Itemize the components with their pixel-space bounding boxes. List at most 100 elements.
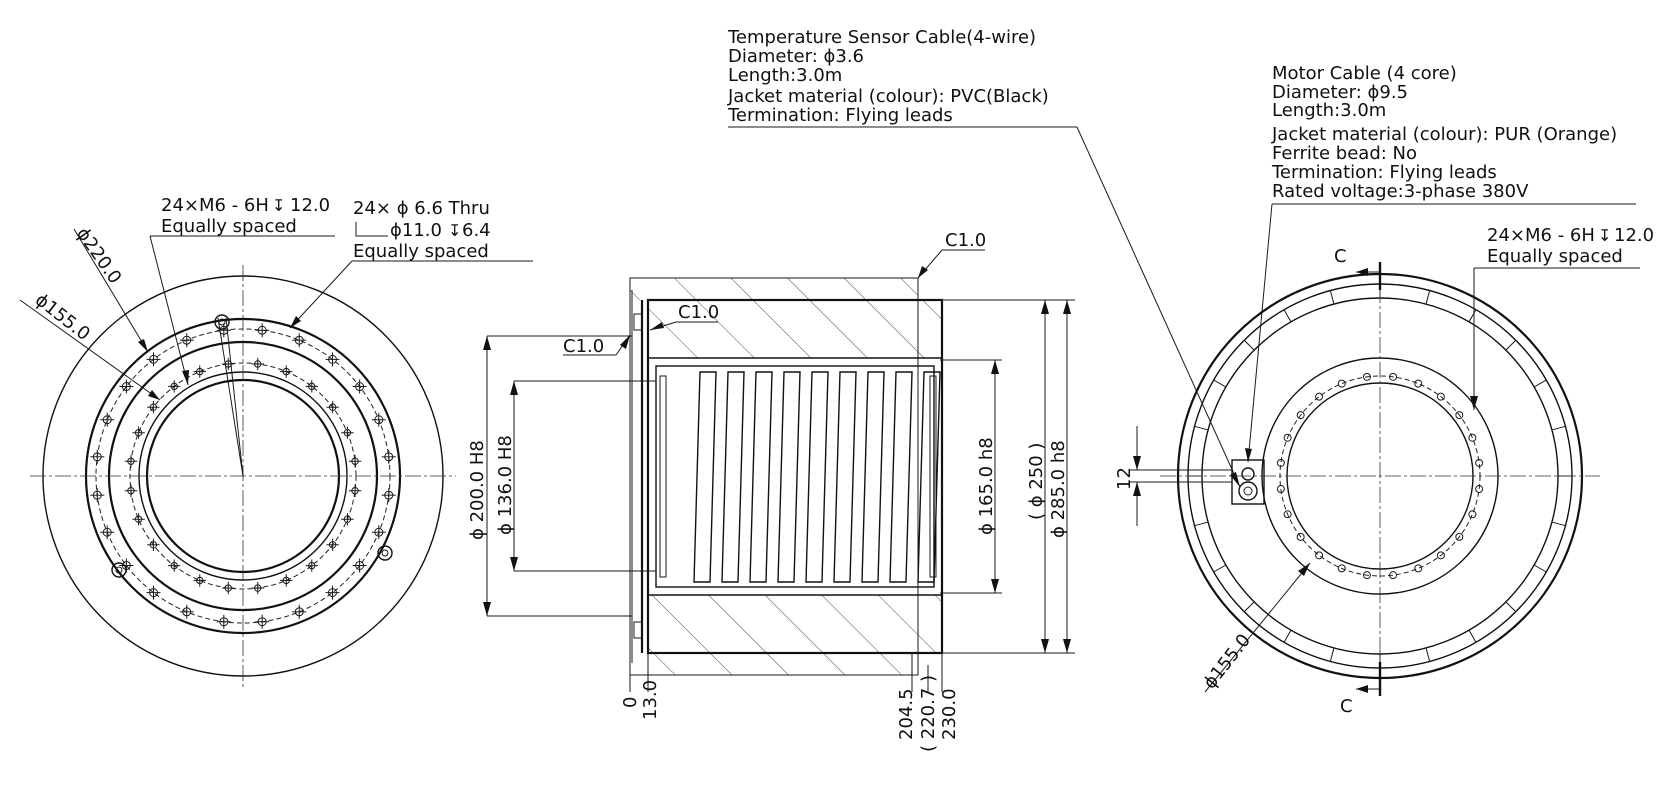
dia-220-label: ϕ220.0 xyxy=(72,224,126,288)
slot-divider xyxy=(1213,564,1227,573)
slot-divider xyxy=(1425,647,1431,662)
slot-divider xyxy=(1283,309,1292,323)
slot-divider xyxy=(1243,601,1255,613)
counterbore-dia: ϕ11.0 xyxy=(390,220,442,241)
threaded-hole xyxy=(1455,532,1464,541)
slot-divider xyxy=(1468,309,1477,323)
coil-band xyxy=(861,371,885,583)
slot-divider xyxy=(1468,629,1477,643)
motor-cable-title: Motor Cable (4 core) xyxy=(1272,63,1457,84)
threaded-hole xyxy=(1315,551,1324,560)
slot-divider xyxy=(1533,564,1547,573)
x-204-label: 204.5 xyxy=(896,688,917,740)
threaded-hole xyxy=(1436,392,1445,401)
slot-divider xyxy=(1505,339,1517,351)
temp-cable-diameter: Diameter: ϕ3.6 xyxy=(728,46,864,67)
hole-callout: 24× ϕ 6.6 Thru xyxy=(353,198,490,219)
chamfer-left-label: C1.0 xyxy=(563,336,604,357)
temp-cable-title: Temperature Sensor Cable(4-wire) xyxy=(727,27,1036,48)
x-0-label: 0 xyxy=(620,697,641,708)
threaded-hole xyxy=(1362,372,1371,381)
chamfer-inner-label: C1.0 xyxy=(678,302,719,323)
threaded-hole xyxy=(1414,379,1423,388)
dia-155-right-label: ϕ155.0 xyxy=(1199,630,1255,693)
dim-200-label: ϕ 200.0 H8 xyxy=(467,440,488,540)
stator-coils xyxy=(693,371,941,583)
counterbore-icon xyxy=(355,222,388,237)
threaded-hole xyxy=(1362,571,1371,580)
temp-cable-length: Length:3.0m xyxy=(728,65,842,86)
dim-12-label: 12 xyxy=(1114,467,1135,490)
right-threaded-holes xyxy=(1276,372,1484,580)
slot-divider xyxy=(1505,601,1517,613)
depth-symbol-icon: ↧ xyxy=(448,221,461,240)
x-230-label: 230.0 xyxy=(939,688,960,740)
threaded-hole xyxy=(1283,433,1292,442)
temp-cable-jacket: Jacket material (colour): PVC(Black) xyxy=(727,86,1049,107)
threaded-hole xyxy=(1337,379,1346,388)
temp-cable-termination: Termination: Flying leads xyxy=(727,105,953,126)
thread-spacing-left: Equally spaced xyxy=(161,216,297,237)
dim-250-label: ( ϕ 250 ) xyxy=(1026,443,1047,520)
threaded-hole xyxy=(1276,485,1285,494)
coil-band xyxy=(749,371,773,583)
threaded-hole xyxy=(1468,433,1477,442)
motor-cable-voltage: Rated voltage:3-phase 380V xyxy=(1272,181,1529,202)
dim-136-label: ϕ 136.0 H8 xyxy=(495,435,516,535)
dim-285-label: ϕ 285.0 h8 xyxy=(1048,440,1069,538)
slot-divider xyxy=(1533,379,1547,388)
depth-symbol-icon: ↧ xyxy=(272,196,285,215)
left-end-view: ϕ220.0 ϕ155.0 24×M6 - 6H ↧ 12.0 Equally … xyxy=(19,195,533,690)
coil-band xyxy=(721,371,745,583)
slot-divider xyxy=(1425,290,1431,305)
dim-165-label: ϕ 165.0 h8 xyxy=(976,437,997,535)
threaded-hole xyxy=(1389,372,1398,381)
slot-divider xyxy=(1329,647,1335,662)
dia-155-label: ϕ155.0 xyxy=(31,289,94,345)
coil-band xyxy=(805,371,829,583)
threaded-hole xyxy=(1283,510,1292,519)
thread-depth-right: 12.0 xyxy=(1614,225,1654,246)
thread-callout-right: 24×M6 - 6H xyxy=(1487,225,1595,246)
section-label-top: C xyxy=(1334,246,1347,267)
threaded-hole xyxy=(1436,551,1445,560)
threaded-hole xyxy=(1276,458,1285,467)
threaded-hole xyxy=(1337,564,1346,573)
threaded-hole xyxy=(1296,411,1305,420)
slot-divider xyxy=(1194,425,1209,431)
coil-band xyxy=(833,371,857,583)
thread-callout-left: 24×M6 - 6H xyxy=(161,195,269,216)
x-220-label: ( 220.7 ) xyxy=(918,675,939,752)
slot-divider xyxy=(1243,339,1255,351)
threaded-hole xyxy=(1475,458,1484,467)
chamfer-top-label: C1.0 xyxy=(945,230,986,251)
slot-divider xyxy=(1329,290,1335,305)
motor-cable-ferrite: Ferrite bead: No xyxy=(1272,143,1417,164)
slot-divider xyxy=(1194,521,1209,527)
threaded-hole xyxy=(1455,411,1464,420)
motor-cable-spec: Motor Cable (4 core) Diameter: ϕ9.5 Leng… xyxy=(1245,63,1636,463)
section-label-bottom: C xyxy=(1340,696,1353,717)
motor-cable-diameter: Diameter: ϕ9.5 xyxy=(1272,82,1408,103)
outer-through-holes xyxy=(90,323,396,629)
counterbore-depth: 6.4 xyxy=(462,220,491,241)
slot-divider xyxy=(1283,629,1292,643)
section-view: ϕ 200.0 H8 ϕ 136.0 H8 ϕ 165.0 h8 ( ϕ 250… xyxy=(467,230,1075,752)
inner-threaded-holes xyxy=(124,357,362,595)
thread-depth-left: 12.0 xyxy=(290,195,330,216)
threaded-hole xyxy=(1414,564,1423,573)
threaded-hole xyxy=(1389,571,1398,580)
threaded-hole xyxy=(1468,510,1477,519)
right-end-view: C C 12 24×M6 - 6H ↧ 12.0 Equally spaced … xyxy=(1114,225,1654,717)
thread-spacing-right: Equally spaced xyxy=(1487,246,1623,267)
depth-symbol-icon: ↧ xyxy=(1598,226,1611,245)
coil-band xyxy=(777,371,801,583)
motor-cable-length: Length:3.0m xyxy=(1272,100,1386,121)
temperature-cable-spec: Temperature Sensor Cable(4-wire) Diamete… xyxy=(727,27,1241,488)
motor-cable-termination: Termination: Flying leads xyxy=(1271,162,1497,183)
coil-band xyxy=(889,371,913,583)
slot-divider xyxy=(1551,521,1566,527)
coil-band xyxy=(693,371,717,583)
x-13-label: 13.0 xyxy=(640,680,661,720)
